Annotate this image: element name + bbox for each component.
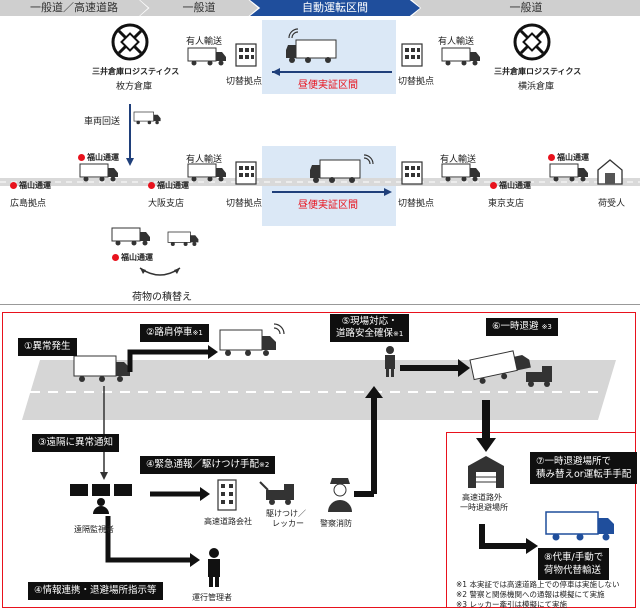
rescue-tow-icon (259, 481, 294, 505)
step-6-evacuate: ⑥一時退避 ※3 (486, 318, 558, 336)
evacuation-frame (446, 432, 636, 608)
fukuyama-badge-2: 福山通運 (548, 152, 589, 163)
label-evac-2: 一時退避場所 (460, 503, 508, 512)
label-switch-4: 切替拠点 (398, 199, 435, 209)
step-2-shoulder-stop: ②路肩停車※1 (140, 324, 209, 342)
label-tow-2: レッカー (272, 519, 304, 528)
hirakata-warehouse: 枚方倉庫 (116, 82, 153, 92)
label-highway-company: 高速道路会社 (204, 517, 252, 526)
step-7-line2: 積み替えor運転手手配 (536, 469, 632, 480)
field-worker-icon (385, 346, 395, 377)
label-manned-1: 有人輸送 (186, 37, 223, 47)
highway-company-icon (217, 479, 237, 511)
evacuation-site-icon (468, 456, 504, 488)
header-seg-general-highway: 一般道／高速道路 (0, 0, 148, 16)
step-1-abnormal: ①異常発生 (18, 338, 77, 356)
truck-evacuate (469, 350, 531, 384)
header-seg-autonomous: 自動運転区間 (250, 0, 420, 16)
step-7-reload: ⑦一時退避場所で積み替えor運転手手配 (530, 452, 638, 484)
tow-truck-icon (526, 366, 552, 387)
label-consignee: 荷受人 (598, 199, 626, 209)
step-2-note: ※1 (192, 329, 203, 337)
fukuyama-badge-hiroshima: 福山通運 (10, 180, 51, 191)
step-6-note: ※3 (541, 323, 552, 331)
label-manned-4: 有人輸送 (440, 155, 477, 165)
label-evac-1: 高速道路外 (462, 493, 502, 502)
mitsui-logo-right (513, 23, 551, 61)
label-tokyo: 東京支店 (488, 199, 525, 209)
substitute-truck-icon (545, 511, 614, 541)
mitsui-logo-left (111, 23, 149, 61)
label-ops-manager: 運行管理者 (192, 593, 232, 602)
remote-monitor-icon (70, 484, 132, 514)
step-7-line1: ⑦一時退避場所で (536, 456, 612, 467)
yokohama-warehouse: 横浜倉庫 (518, 82, 555, 92)
step-4-coordination: ④情報連携・退避場所指示等 (28, 582, 163, 600)
header-seg-general-road-2: 一般道 (412, 0, 640, 16)
label-tow-1: 駆けつけ／ (266, 509, 306, 518)
truck-autonomous-2 (310, 154, 374, 183)
step-8-line1: ⑧代車/手動で (544, 552, 604, 563)
step-8-line2: 荷物代替輸送 (544, 565, 602, 576)
label-vehicle-transfer: 車両回送 (84, 117, 121, 127)
note-1: ※1 本実証では高速道路上での停車は実施しない (456, 580, 620, 589)
label-remote-monitor: 遠隔監視者 (74, 525, 114, 534)
note-2: ※2 警察と関係機関への通報は模擬にて実施 (456, 590, 605, 599)
label-switch-3: 切替拠点 (226, 199, 263, 209)
step-5-line1: ⑤現場対応・ (341, 316, 398, 327)
step-5-field-response: ⑤現場対応・道路安全確保※1 (330, 314, 410, 342)
top-diagram-graphics (0, 23, 640, 276)
label-osaka: 大阪支店 (148, 199, 185, 209)
truck-autonomous-1 (286, 28, 337, 63)
step-4-label: ④緊急通報／駆けつけ手配 (146, 459, 260, 470)
step-5-line2-label: 道路安全確保 (336, 328, 394, 339)
note-3: ※3 レッカー牽引は模擬にて実施 (456, 600, 567, 609)
step-2-label: ②路肩停車 (146, 327, 193, 338)
step-5-line2: 道路安全確保※1 (336, 328, 403, 340)
truck-abnormal (73, 355, 130, 382)
police-icon (328, 478, 352, 512)
fukuyama-badge-tokyo: 福山通運 (490, 180, 531, 191)
consignee-house (597, 159, 623, 185)
header-seg-general-road: 一般道 (140, 0, 258, 16)
label-switch-2: 切替拠点 (398, 77, 435, 87)
label-manned-2: 有人輸送 (438, 37, 475, 47)
step-4-note: ※2 (259, 461, 270, 469)
ops-manager-icon (208, 548, 220, 587)
label-manned-3: 有人輸送 (186, 155, 223, 165)
step-6-label: ⑥一時退避 (492, 321, 539, 332)
step-3-remote-notify: ③遠隔に異常通知 (32, 434, 120, 452)
fukuyama-badge-1: 福山通運 (78, 152, 119, 163)
mitsui-name-right: 三井倉庫ロジスティクス (494, 67, 582, 76)
label-daytime-2: 昼便実証区間 (298, 200, 358, 211)
label-daytime-1: 昼便実証区間 (298, 80, 358, 91)
step-4-emergency-call: ④緊急通報／駆けつけ手配※2 (140, 456, 276, 474)
step-5-note: ※1 (393, 330, 404, 338)
fukuyama-badge-osaka: 福山通運 (148, 180, 189, 191)
section-divider (0, 304, 640, 305)
label-switch-1: 切替拠点 (226, 77, 263, 87)
step-8-substitute: ⑧代車/手動で荷物代替輸送 (538, 548, 610, 580)
truck-shoulder-stop (219, 323, 285, 356)
fukuyama-badge-reload: 福山通運 (112, 252, 153, 263)
label-hiroshima: 広島拠点 (10, 199, 47, 209)
label-reload: 荷物の積替え (132, 292, 192, 303)
mitsui-name-left: 三井倉庫ロジスティクス (92, 67, 180, 76)
label-police: 警察消防 (320, 519, 352, 528)
